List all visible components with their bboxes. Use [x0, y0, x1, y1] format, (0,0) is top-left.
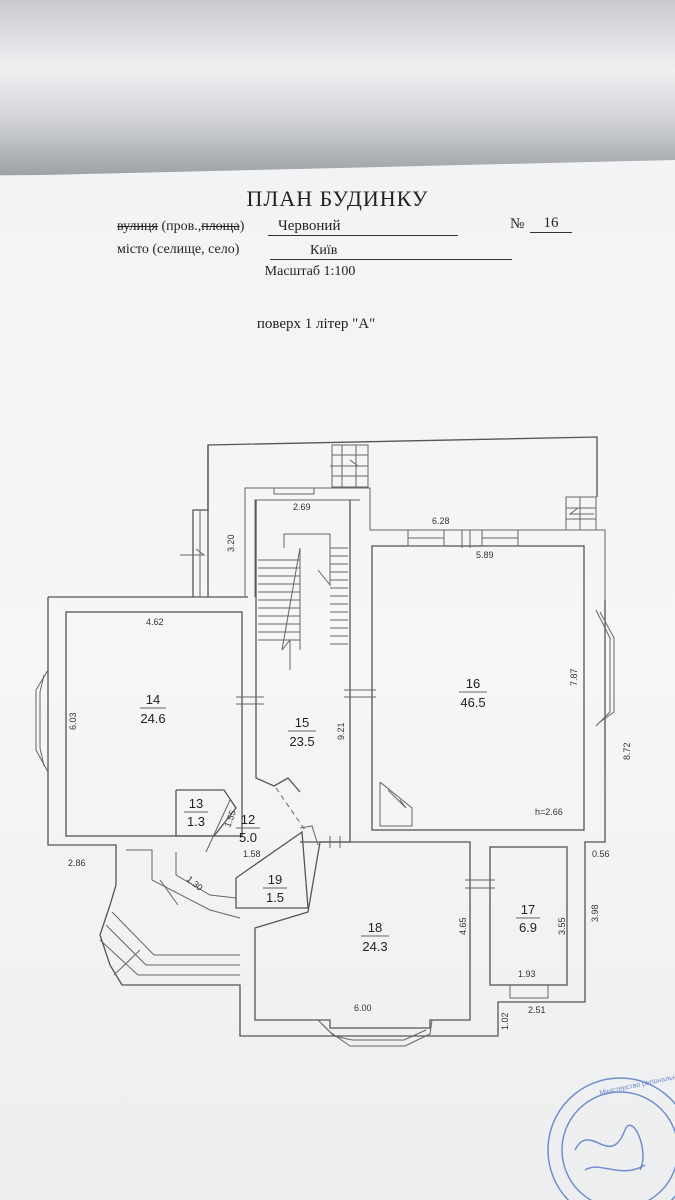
dim-4-65: 4.65 [458, 917, 468, 935]
room-12-area: 5.0 [239, 830, 257, 845]
dim-6-00: 6.00 [354, 1003, 372, 1013]
dim-5-89: 5.89 [476, 550, 494, 560]
dim-3-55: 3.55 [557, 917, 567, 935]
city-label: місто (селище, село) [117, 242, 240, 257]
dim-1-58: 1.58 [243, 849, 261, 859]
room-labels: 14 24.6 15 23.5 16 46.5 13 1.3 12 5.0 19… [140, 676, 540, 954]
dim-8-72: 8.72 [622, 742, 632, 760]
room-13-area: 1.3 [187, 814, 205, 829]
dim-3-20: 3.20 [226, 534, 236, 552]
dim-1-02: 1.02 [500, 1012, 510, 1030]
street-value: Червоний [268, 218, 458, 236]
dim-7-87: 7.87 [569, 668, 579, 686]
dim-6-03: 6.03 [68, 712, 78, 730]
dimension-labels: 2.69 3.20 6.28 5.89 4.62 6.03 9.21 7.87 … [68, 502, 632, 1030]
dim-2-69: 2.69 [293, 502, 311, 512]
room-15-area: 23.5 [289, 734, 314, 749]
room-18-id: 18 [368, 920, 382, 935]
street-label-mid: (пров., [157, 219, 202, 234]
city-value: Київ [270, 243, 512, 260]
staircase [258, 533, 348, 670]
official-stamp: Міністерство регіонального [547, 1071, 675, 1200]
dim-2-86: 2.86 [68, 858, 86, 868]
dim-1-93: 1.93 [518, 969, 536, 979]
room-17-id: 17 [521, 902, 535, 917]
document-sheet [0, 160, 675, 1200]
outer-walls [35, 436, 615, 1047]
room-19-id: 19 [268, 872, 282, 887]
scale-label: Масштаб 1:100 [264, 264, 356, 279]
room-12-id: 12 [241, 812, 255, 827]
room-16-outline [371, 545, 585, 831]
dim-6-28: 6.28 [432, 516, 450, 526]
dim-3-98: 3.98 [590, 904, 600, 922]
background-folder [0, 0, 675, 175]
room-15-id: 15 [295, 715, 309, 730]
room-19-area: 1.5 [266, 890, 284, 905]
room-13-id: 13 [189, 796, 203, 811]
floor-label: поверх 1 літер "А" [256, 316, 376, 332]
plan-title: ПЛАН БУДИНКУ [246, 186, 429, 211]
room-16-area: 46.5 [460, 695, 485, 710]
room-14-outline [65, 611, 243, 837]
dim-height: h=2.66 [535, 807, 563, 817]
room-14-id: 14 [146, 692, 160, 707]
street-label: вулиця (пров.,площа) [117, 219, 244, 235]
street-label-square: площа [201, 219, 240, 234]
street-label-word: вулиця [117, 219, 158, 234]
room-17-area: 6.9 [519, 920, 537, 935]
room-18-area: 24.3 [362, 939, 387, 954]
room-16-id: 16 [466, 676, 480, 691]
dim-9-21: 9.21 [336, 722, 346, 740]
street-label-end: ) [239, 219, 245, 234]
dim-4-62: 4.62 [146, 617, 164, 627]
room-17-outline [489, 846, 568, 986]
number-label: № [510, 216, 525, 232]
dim-0-56: 0.56 [592, 849, 610, 859]
dim-2-51: 2.51 [528, 1005, 546, 1015]
number-value: 16 [530, 215, 572, 233]
room-14-area: 24.6 [140, 711, 165, 726]
